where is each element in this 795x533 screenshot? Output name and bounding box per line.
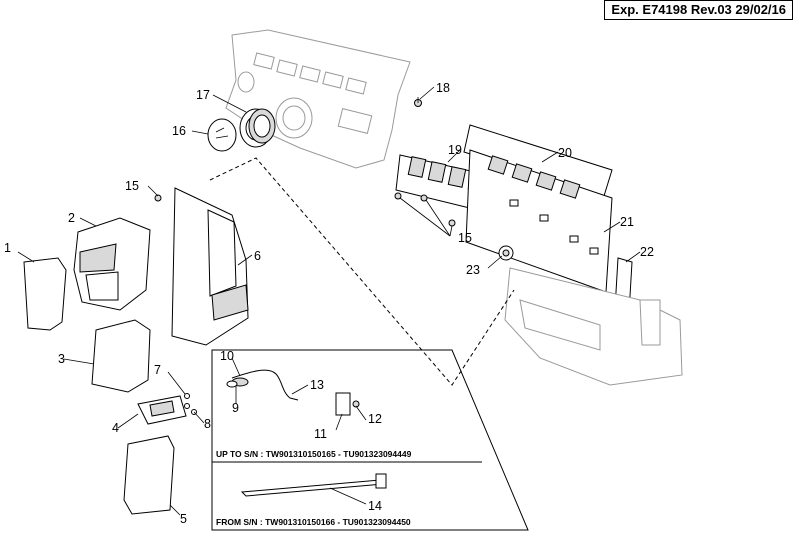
callout-11: 11 bbox=[314, 427, 327, 441]
callout-7: 7 bbox=[154, 363, 161, 377]
assembly-boundary bbox=[209, 157, 515, 386]
callout-15-right: 15 bbox=[458, 231, 472, 245]
leader-lines bbox=[17, 86, 641, 516]
callout-15-left: 15 bbox=[125, 179, 139, 193]
callout-4: 4 bbox=[112, 421, 119, 435]
tank-housing-2 bbox=[73, 217, 151, 311]
callout-10: 10 bbox=[220, 349, 234, 363]
callout-21: 21 bbox=[620, 215, 634, 229]
callout-13: 13 bbox=[310, 378, 324, 392]
drip-tray-4 bbox=[137, 395, 187, 425]
encoder-23 bbox=[498, 245, 514, 261]
tank-body-3 bbox=[91, 319, 151, 393]
springs-7-8 bbox=[184, 393, 197, 415]
inset-caption-upper: UP TO S/N : TW901310150165 - TU901323094… bbox=[216, 449, 412, 459]
front-cover-1 bbox=[23, 257, 67, 331]
callout-12: 12 bbox=[368, 412, 382, 426]
callout-2: 2 bbox=[68, 211, 75, 225]
callout-19: 19 bbox=[448, 143, 462, 157]
callout-20: 20 bbox=[558, 146, 572, 160]
callout-1: 1 bbox=[4, 241, 11, 255]
callout-labels: 1 2 3 4 5 6 7 8 9 10 11 12 13 14 15 15 1… bbox=[4, 81, 654, 526]
variant-inset bbox=[211, 349, 529, 531]
button-cap-16 bbox=[207, 118, 237, 152]
callout-5: 5 bbox=[180, 512, 187, 526]
side-panel-6 bbox=[171, 187, 249, 346]
document-reference: Exp. E74198 Rev.03 29/02/16 bbox=[604, 0, 793, 20]
callout-17: 17 bbox=[196, 88, 210, 102]
callout-8: 8 bbox=[204, 417, 211, 431]
screws-15-right bbox=[394, 192, 456, 227]
callout-22: 22 bbox=[640, 245, 654, 259]
callout-16: 16 bbox=[172, 124, 186, 138]
callout-9: 9 bbox=[232, 401, 239, 415]
callout-14: 14 bbox=[368, 499, 382, 513]
screw-18 bbox=[414, 97, 422, 107]
inset-caption-lower: FROM S/N : TW901310150166 - TU9013230944… bbox=[216, 517, 411, 527]
tank-5 bbox=[123, 435, 175, 515]
callout-3: 3 bbox=[58, 352, 65, 366]
screw-15-left bbox=[154, 194, 162, 202]
console-base-ghost bbox=[504, 267, 683, 386]
callout-23: 23 bbox=[466, 263, 480, 277]
callout-6: 6 bbox=[254, 249, 261, 263]
knob-ring-17 bbox=[239, 108, 276, 148]
callout-18: 18 bbox=[436, 81, 450, 95]
